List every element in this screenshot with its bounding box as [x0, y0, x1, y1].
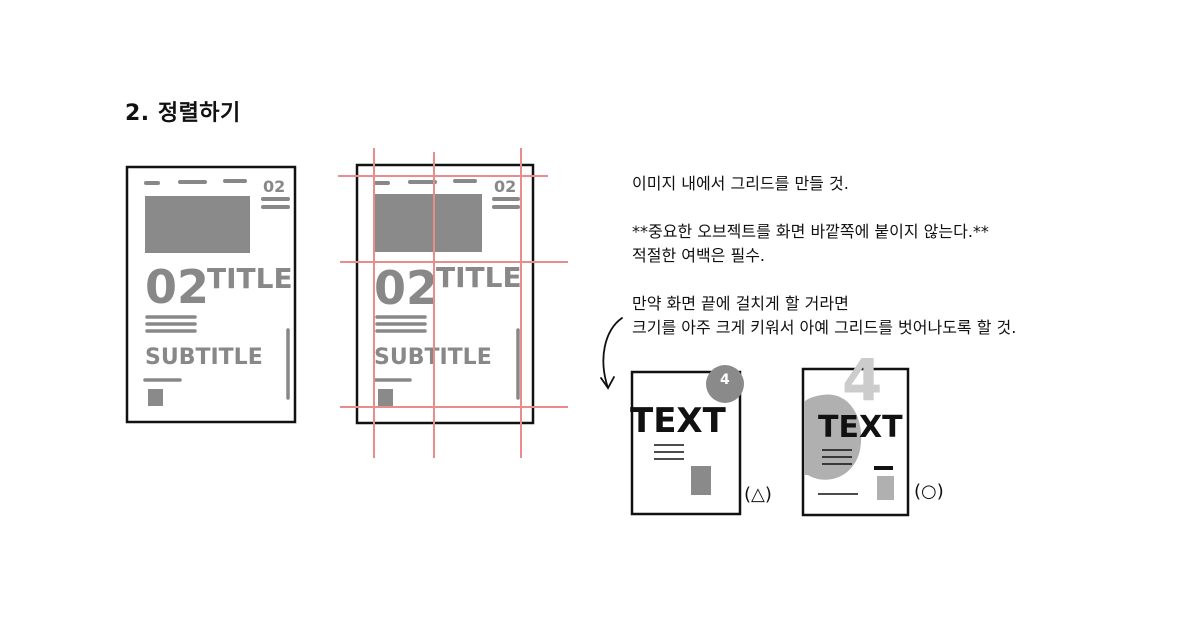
big-number-label: 02	[374, 261, 438, 315]
subtitle-label: SUBTITLE	[374, 345, 492, 370]
subtitle-label: SUBTITLE	[145, 345, 263, 370]
note-margin: 적절한 여백은 필수.	[632, 246, 766, 265]
text-label: TEXT	[630, 401, 727, 441]
oversized-shape	[804, 394, 862, 480]
image-placeholder	[375, 194, 482, 252]
text-label: TEXT	[818, 410, 903, 445]
note-edge-line2: 크기를 아주 크게 키워서 아예 그리드를 벗어나도록 할 것.	[632, 318, 1017, 337]
note-grid: 이미지 내에서 그리드를 만들 것.	[632, 174, 849, 193]
example-bad: 4 TEXT	[630, 365, 744, 516]
bad-mark: (△)	[744, 484, 772, 505]
page-frame	[125, 165, 297, 424]
image-placeholder	[145, 196, 250, 253]
note-edge-line1: 만약 화면 끝에 걸치게 할 거라면	[632, 294, 849, 313]
small-block	[148, 389, 163, 406]
big-number-label: 02	[145, 260, 209, 314]
page-number-label: 02	[263, 177, 285, 196]
page-number-label: 02	[494, 177, 516, 196]
small-block	[877, 476, 894, 500]
grid-lines	[338, 148, 568, 458]
page-frame	[630, 370, 742, 516]
section-title: 2. 정렬하기	[125, 101, 241, 126]
page-frame	[355, 163, 535, 425]
corner-number-label: 4	[720, 372, 730, 388]
small-block	[691, 466, 711, 495]
title-label: TITLE	[436, 261, 522, 294]
example-good: 4 TEXT	[801, 346, 910, 517]
oversized-number-label: 4	[842, 346, 882, 414]
good-mark: (○)	[914, 481, 944, 502]
layout-sketch-plain: 02 02 TITLE SUBTITLE	[125, 165, 297, 424]
number-badge	[706, 365, 744, 403]
arrow-icon	[600, 317, 623, 390]
small-block	[378, 389, 393, 406]
note-important: **중요한 오브젝트를 화면 바깥쪽에 붙이지 않는다.**	[632, 222, 989, 241]
layout-sketch-grid: 02 02 TITLE SUBTITLE	[338, 148, 568, 458]
title-label: TITLE	[207, 262, 293, 295]
